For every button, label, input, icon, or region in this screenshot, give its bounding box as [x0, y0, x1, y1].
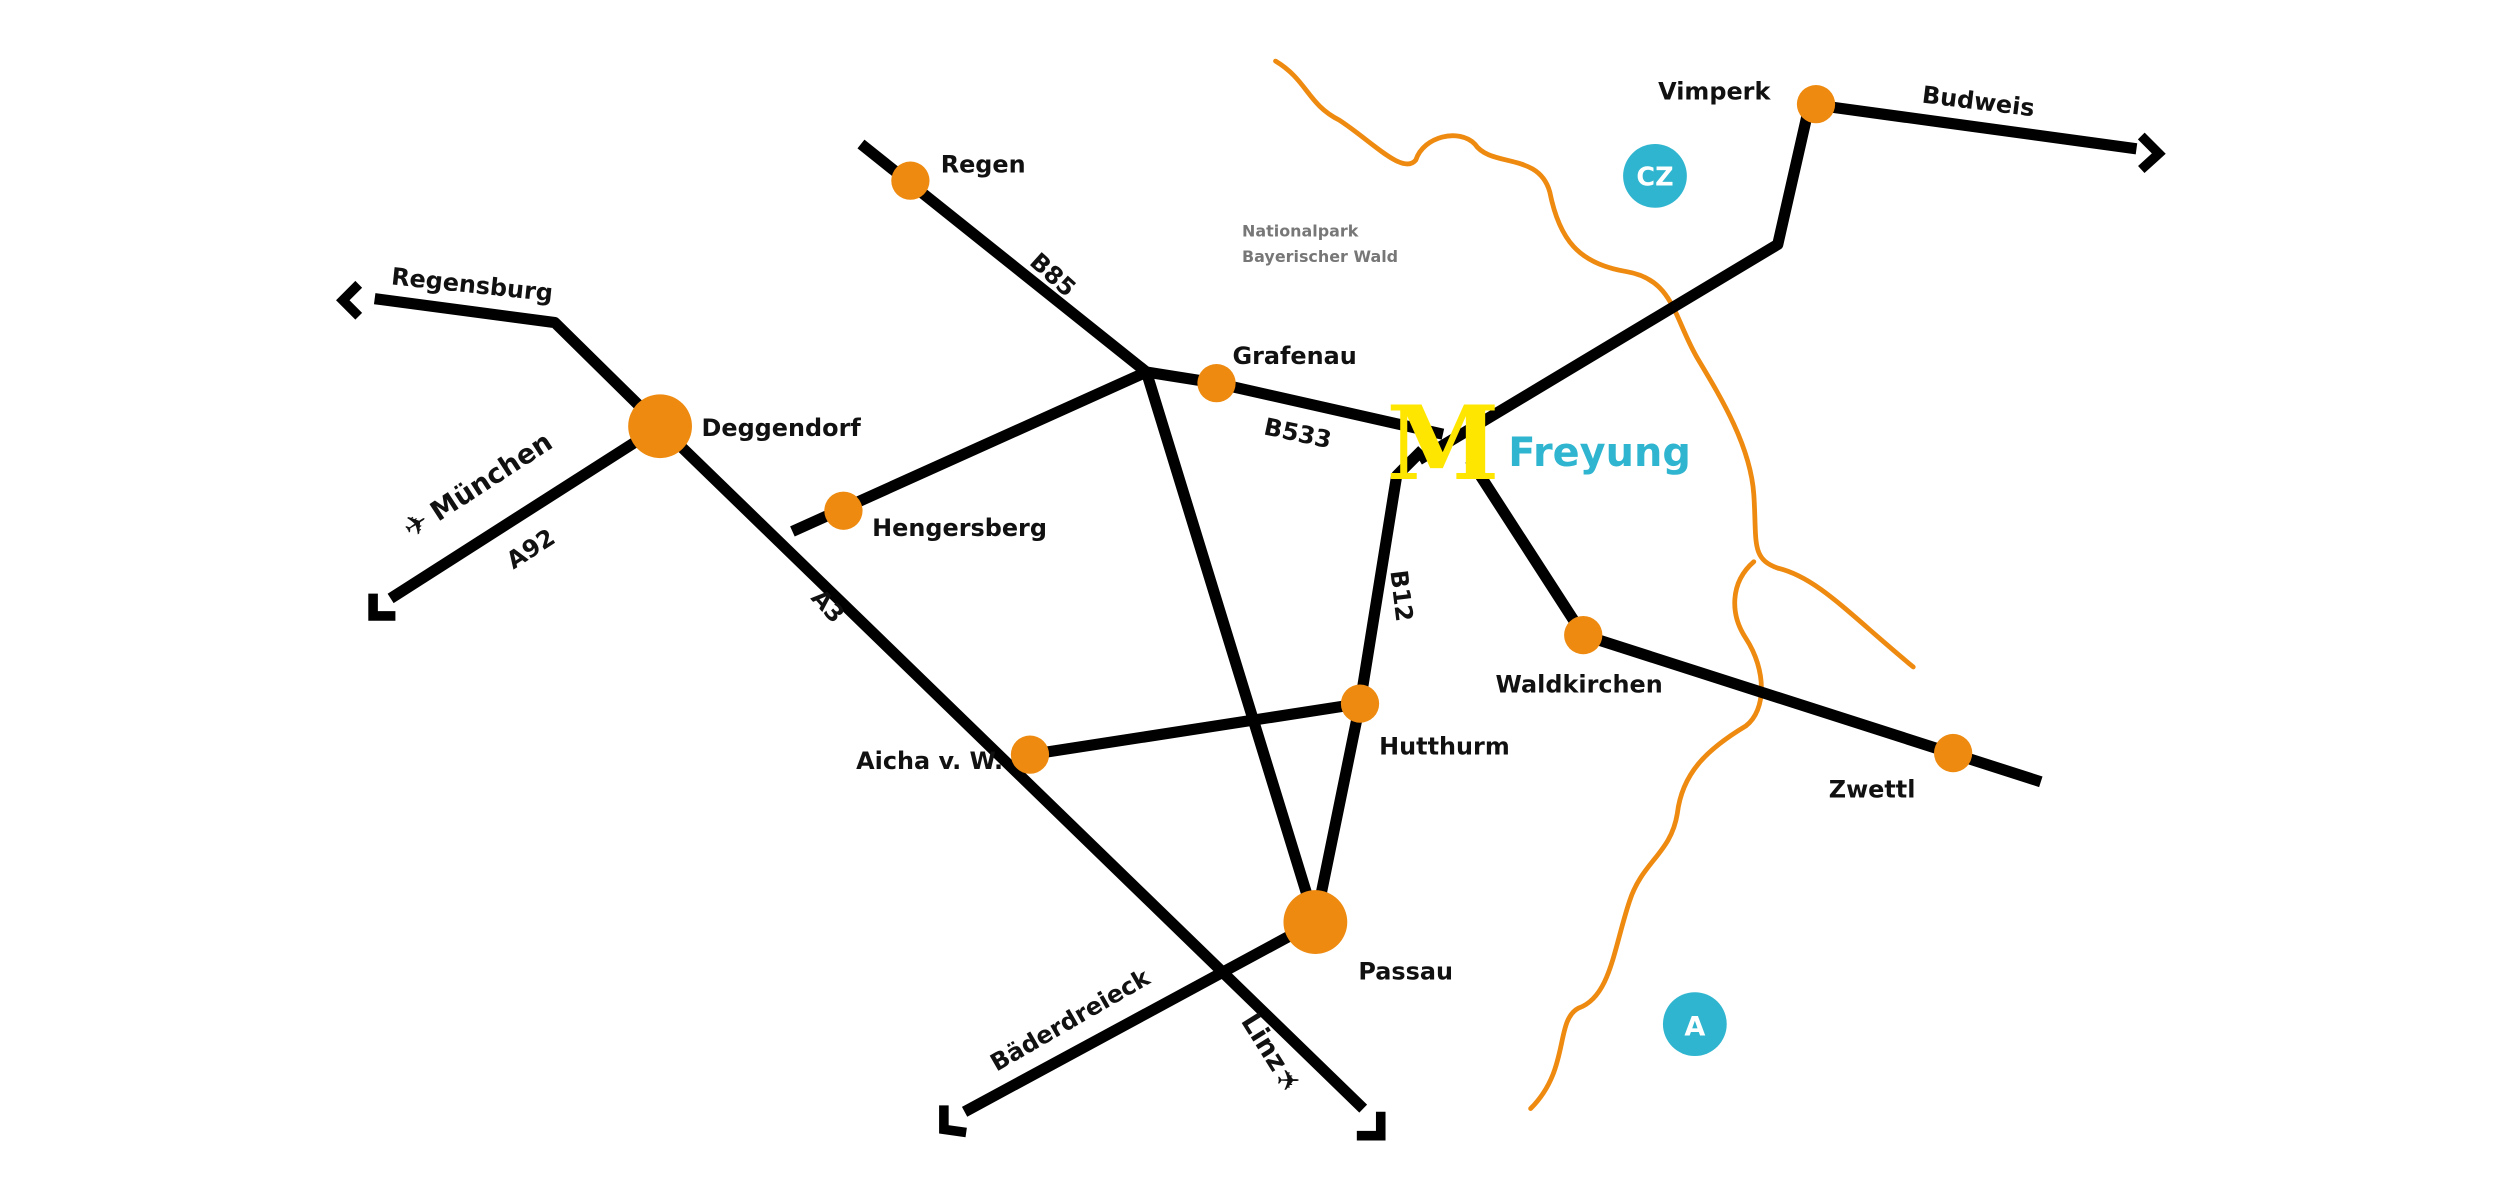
label-hengersberg: Hengersberg: [872, 514, 1047, 542]
svg-text:A: A: [1684, 1011, 1705, 1042]
svg-text:M: M: [1386, 384, 1499, 504]
label-deggendorf: Deggendorf: [702, 414, 862, 442]
chevron-down-left-icon: [939, 1105, 967, 1138]
label-muenchen: München: [425, 426, 558, 527]
label-aicha: Aicha v. W.: [856, 747, 1003, 775]
road-a92: A92: [501, 523, 560, 575]
town-passau: [1283, 890, 1348, 954]
park-label-line2: Bayerischer Wald: [1242, 247, 1398, 266]
town-hutthurm: [1340, 684, 1380, 723]
town-grafenau: [1197, 364, 1236, 403]
border-cz: [1273, 58, 1916, 670]
label-passau: Passau: [1358, 957, 1453, 985]
freyung-logo-icon: M: [1386, 384, 1499, 504]
road-b533: B533: [1262, 413, 1334, 455]
label-freyung: Freyung: [1508, 430, 1691, 476]
label-grafenau: Grafenau: [1232, 342, 1356, 370]
direction-arrows: [336, 132, 2166, 1141]
label-regen: Regen: [941, 151, 1026, 179]
road-a3: A3: [805, 584, 849, 629]
town-waldkirchen: [1564, 615, 1603, 655]
airplane-icon: ✈: [1276, 1063, 1300, 1097]
town-regen: [891, 161, 930, 200]
town-deggendorf: [628, 394, 692, 459]
town-zwettl: [1933, 733, 1973, 773]
town-aicha: [1010, 735, 1050, 774]
town-vimperk: [1796, 85, 1836, 124]
towns: [628, 85, 1973, 954]
label-vimperk: Vimperk: [1658, 77, 1771, 105]
country-badge-cz: CZ: [1623, 144, 1687, 208]
label-zwettl: Zwettl: [1829, 776, 1916, 804]
chevron-left-icon: [336, 280, 363, 320]
border-at: [1528, 559, 1764, 1112]
label-waldkirchen: Waldkirchen: [1496, 670, 1663, 698]
country-badge-at: A: [1662, 992, 1727, 1056]
chevron-down-right-icon: [1356, 1111, 1386, 1141]
chevron-right-icon: [2137, 132, 2166, 174]
label-hutthurm: Hutthurm: [1379, 733, 1510, 761]
road-b85: B85: [1024, 247, 1081, 302]
chevron-down-left-icon: [368, 593, 396, 621]
town-hengersberg: [824, 491, 863, 530]
park-label-line1: Nationalpark: [1242, 221, 1359, 240]
road-b12: B12: [1384, 569, 1418, 624]
svg-text:CZ: CZ: [1636, 162, 1673, 192]
